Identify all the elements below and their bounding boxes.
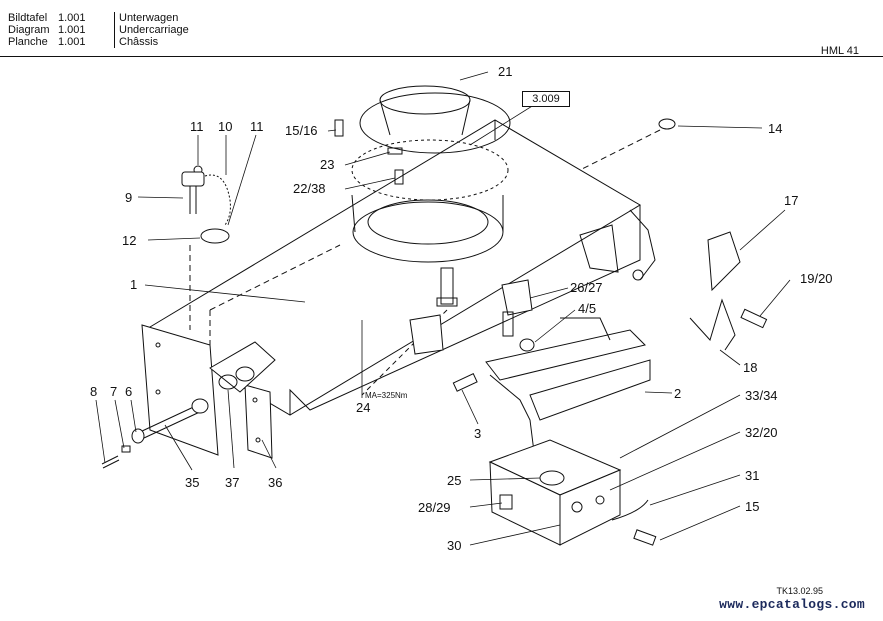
callout-37: 37 <box>225 475 239 490</box>
callout-15: 15 <box>745 499 759 514</box>
callout-36: 36 <box>268 475 282 490</box>
callout-18: 18 <box>743 360 757 375</box>
callout-10: 10 <box>218 119 232 134</box>
bolt-15 <box>633 529 657 546</box>
header-label: Bildtafel <box>8 12 48 24</box>
callout-6: 6 <box>125 384 132 399</box>
header-title: Undercarriage <box>114 24 189 36</box>
header-label: Planche <box>8 36 48 48</box>
callout-11-right: 11 <box>250 119 264 134</box>
slewing-ring <box>351 85 511 263</box>
header-label: Diagram <box>8 24 50 36</box>
callout-1: 1 <box>130 277 137 292</box>
bolt-15-16 <box>334 119 344 137</box>
torque-note: MA=325Nm <box>365 391 408 400</box>
callout-19-20: 19/20 <box>800 271 833 286</box>
callout-7: 7 <box>110 384 117 399</box>
callout-17: 17 <box>784 193 798 208</box>
bolt-4-5 <box>502 311 514 337</box>
callout-3: 3 <box>474 426 481 441</box>
pin-assembly <box>101 398 209 469</box>
bolt-22-38 <box>394 169 404 185</box>
callout-12: 12 <box>122 233 136 248</box>
header-row-en: Diagram 1.001 Undercarriage <box>8 24 189 36</box>
header-title: Châssis <box>114 36 158 48</box>
plug-14 <box>658 118 676 130</box>
callout-33-34: 33/34 <box>745 388 778 403</box>
callout-31: 31 <box>745 468 759 483</box>
tool-box <box>488 439 622 546</box>
bracket-side <box>409 314 444 355</box>
callout-25: 25 <box>447 473 461 488</box>
callout-30: 30 <box>447 538 461 553</box>
watermark: www.epcatalogs.com <box>719 597 865 612</box>
header-row-de: Bildtafel 1.001 Unterwagen <box>8 12 189 24</box>
callout-21: 21 <box>498 64 512 79</box>
callout-23: 23 <box>320 157 334 172</box>
callout-28-29: 28/29 <box>418 500 451 515</box>
callout-14: 14 <box>768 121 782 136</box>
callout-22-38: 22/38 <box>293 181 326 196</box>
header-number: 1.001 <box>58 12 86 24</box>
callout-11-left: 11 <box>190 119 204 134</box>
frame-part <box>144 119 656 416</box>
bolt-3 <box>452 373 478 392</box>
step-frame <box>485 317 651 461</box>
callout-8: 8 <box>90 384 97 399</box>
plate-23 <box>387 147 403 155</box>
bolt-19-20 <box>740 308 768 329</box>
header-title: Unterwagen <box>114 12 178 24</box>
header-table: Bildtafel 1.001 Unterwagen Diagram 1.001… <box>8 12 189 48</box>
callout-26-27: 26/27 <box>570 280 603 295</box>
header-number: 1.001 <box>58 24 86 36</box>
callout-15-16: 15/16 <box>285 123 318 138</box>
linch-pin <box>181 165 231 330</box>
mirror-17 <box>707 231 741 292</box>
header-number: 1.001 <box>58 36 86 48</box>
bracket-18 <box>689 298 736 351</box>
header-divider <box>0 56 883 57</box>
bracket-26-27 <box>501 279 533 316</box>
hinge-bracket <box>209 341 276 393</box>
callout-35: 35 <box>185 475 199 490</box>
callout-32-20: 32/20 <box>745 425 778 440</box>
drawing-code: TK13.02.95 <box>776 586 823 596</box>
callout-9: 9 <box>125 190 132 205</box>
nut <box>519 338 535 352</box>
header-row-fr: Planche 1.001 Châssis <box>8 36 189 48</box>
callout-4-5: 4/5 <box>578 301 596 316</box>
reference-box: 3.009 <box>522 91 570 107</box>
leader-lines <box>95 71 791 546</box>
callout-labels: 21 15/16 23 22/38 14 11 10 11 9 12 17 19… <box>90 64 833 553</box>
callout-24: 24 <box>356 400 370 415</box>
handle <box>611 499 649 521</box>
callout-2: 2 <box>674 386 681 401</box>
model-label: HML 41 <box>820 45 859 57</box>
